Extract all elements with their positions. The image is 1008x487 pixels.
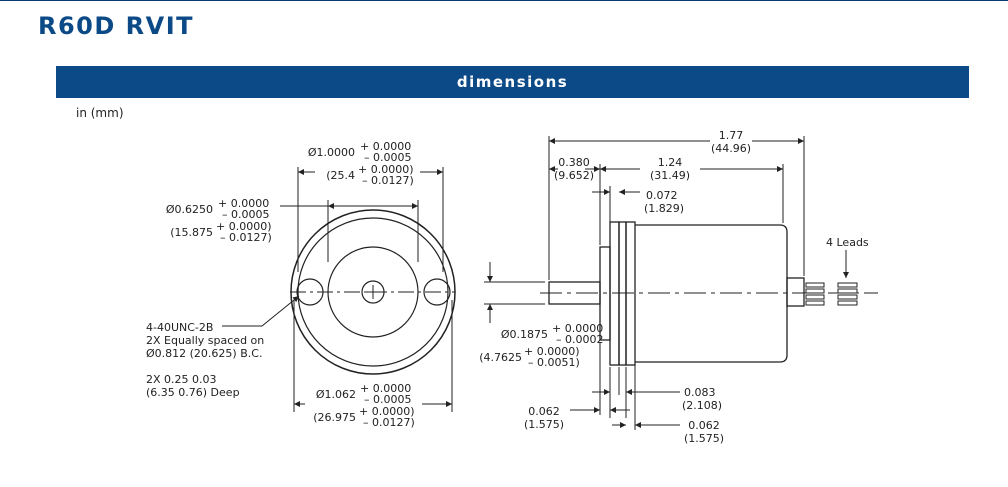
svg-text:(1.575): (1.575) xyxy=(524,418,564,431)
svg-text:(1.829): (1.829) xyxy=(644,202,684,215)
label-d3: Ø1.062 + 0.0000 – 0.0005 (26.975 + 0.000… xyxy=(313,382,415,429)
svg-text:+ 0.0000: + 0.0000 xyxy=(218,197,269,210)
svg-text:– 0.0051): – 0.0051) xyxy=(528,356,580,369)
svg-text:1.77: 1.77 xyxy=(719,129,744,142)
flange-2 xyxy=(618,221,627,366)
front-dimension-lines xyxy=(222,169,452,407)
front-view xyxy=(290,209,456,375)
label-062a: 0.062 (1.575) xyxy=(524,405,564,431)
depth-note: 2X 0.25 0.03 (6.35 0.76) Deep xyxy=(146,373,240,399)
svg-text:4-40UNC-2B: 4-40UNC-2B xyxy=(146,321,213,334)
thread-note: 4-40UNC-2B 2X Equally spaced on Ø0.812 (… xyxy=(146,321,264,360)
svg-text:– 0.0127): – 0.0127) xyxy=(363,416,415,429)
product-title: R60D RVIT xyxy=(38,12,195,40)
svg-text:Ø1.0000: Ø1.0000 xyxy=(308,146,355,159)
svg-text:+ 0.0000): + 0.0000) xyxy=(359,405,415,418)
svg-text:Ø0.6250: Ø0.6250 xyxy=(166,203,213,216)
label-body-len: 1.24 (31.49) xyxy=(650,156,690,182)
svg-text:(31.49): (31.49) xyxy=(650,169,690,182)
svg-text:+ 0.0000: + 0.0000 xyxy=(360,382,411,395)
svg-text:+ 0.0000): + 0.0000) xyxy=(216,220,272,233)
svg-text:(6.35 0.76) Deep: (6.35 0.76) Deep xyxy=(146,386,240,399)
svg-text:Ø1.062: Ø1.062 xyxy=(316,388,356,401)
label-062b: 0.062 (1.575) xyxy=(684,419,724,445)
svg-text:– 0.0005: – 0.0005 xyxy=(364,393,412,406)
label-d1: Ø1.0000 + 0.0000 – 0.0005 (25.4 + 0.0000… xyxy=(308,140,414,187)
housing xyxy=(635,224,788,363)
svg-text:– 0.0127): – 0.0127) xyxy=(362,174,414,187)
section-title: dimensions xyxy=(456,73,569,91)
svg-text:Ø0.1875: Ø0.1875 xyxy=(501,328,548,341)
label-flange-gap: 0.072 (1.829) xyxy=(644,189,684,215)
leads-label: 4 Leads xyxy=(826,236,869,249)
label-overall: 1.77 (44.96) xyxy=(711,129,751,155)
svg-text:– 0.0127): – 0.0127) xyxy=(220,231,272,244)
svg-text:– 0.0002: – 0.0002 xyxy=(556,333,604,346)
svg-text:– 0.0005: – 0.0005 xyxy=(364,151,412,164)
label-shaft-len: 0.380 (9.652) xyxy=(554,156,594,182)
svg-text:(44.96): (44.96) xyxy=(711,142,751,155)
svg-text:0.062: 0.062 xyxy=(688,419,720,432)
flange-3 xyxy=(625,221,636,366)
svg-text:+ 0.0000: + 0.0000 xyxy=(360,140,411,153)
thread-leader xyxy=(222,295,300,327)
svg-text:(2.108): (2.108) xyxy=(682,399,722,412)
label-d2: Ø0.6250 + 0.0000 – 0.0005 (15.875 + 0.00… xyxy=(166,197,272,244)
svg-text:+ 0.0000): + 0.0000) xyxy=(358,163,414,176)
svg-text:2X 0.25 0.03: 2X 0.25 0.03 xyxy=(146,373,217,386)
svg-text:2X Equally spaced on: 2X Equally spaced on xyxy=(146,334,264,347)
svg-text:Ø0.812 (20.625) B.C.: Ø0.812 (20.625) B.C. xyxy=(146,347,262,360)
svg-text:(15.875: (15.875 xyxy=(170,226,213,239)
svg-text:(1.575): (1.575) xyxy=(684,432,724,445)
svg-text:0.072: 0.072 xyxy=(646,189,678,202)
leads xyxy=(805,282,858,306)
svg-text:+ 0.0000): + 0.0000) xyxy=(524,345,580,358)
svg-text:(25.4: (25.4 xyxy=(326,169,355,182)
label-083: 0.083 (2.108) xyxy=(682,386,722,412)
side-dimension-lines xyxy=(487,138,849,428)
label-shaft-dia: Ø0.1875 + 0.0000 – 0.0002 (4.7625 + 0.00… xyxy=(479,322,603,369)
svg-text:(26.975: (26.975 xyxy=(313,411,356,424)
units-label: in (mm) xyxy=(76,106,124,120)
side-extension-lines xyxy=(484,136,805,430)
section-header-bar: dimensions xyxy=(56,66,969,98)
svg-text:(4.7625: (4.7625 xyxy=(479,351,522,364)
svg-text:0.083: 0.083 xyxy=(684,386,716,399)
rear-boss xyxy=(786,277,805,307)
front-extension-lines xyxy=(293,167,453,412)
top-rule xyxy=(0,0,1008,1)
mount-hole-right xyxy=(423,278,451,306)
svg-text:– 0.0005: – 0.0005 xyxy=(222,208,270,221)
flange-1 xyxy=(609,221,620,366)
svg-text:(9.652): (9.652) xyxy=(554,169,594,182)
svg-text:0.062: 0.062 xyxy=(528,405,560,418)
svg-text:+ 0.0000: + 0.0000 xyxy=(552,322,603,335)
svg-text:0.380: 0.380 xyxy=(558,156,590,169)
svg-text:1.24: 1.24 xyxy=(658,156,683,169)
